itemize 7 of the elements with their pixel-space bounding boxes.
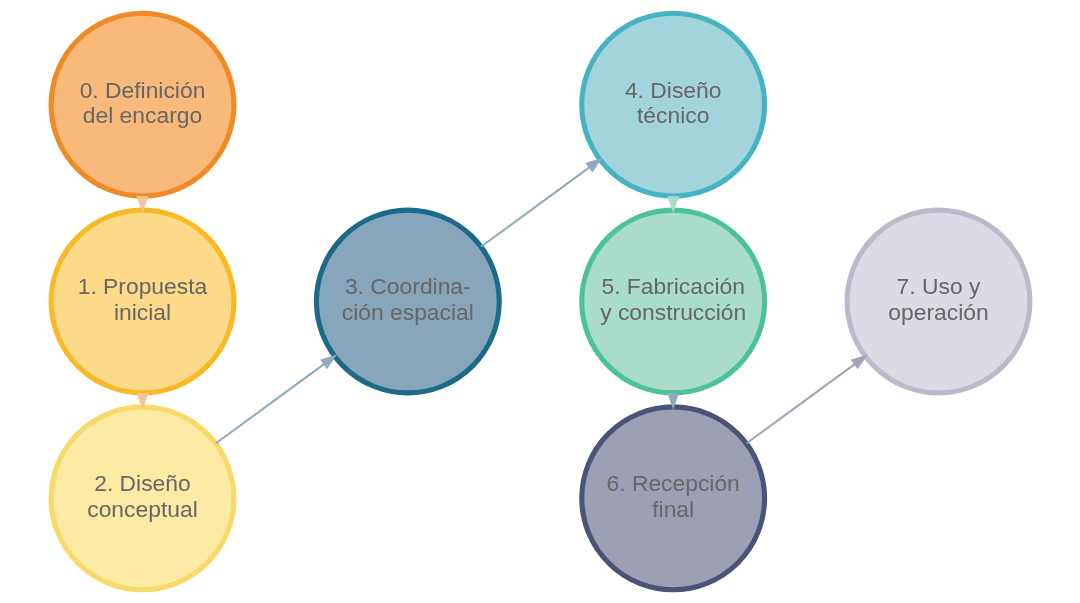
node-circle: 6. Recepción final <box>578 404 767 593</box>
arrow <box>480 157 602 248</box>
node-circle: 7. Uso y operación <box>844 207 1032 396</box>
node-circle: 2. Diseño conceptual <box>48 404 236 593</box>
arrow <box>745 354 868 445</box>
arrow <box>214 354 337 445</box>
node-circle: 3. Coordina- ción espacial <box>313 207 502 396</box>
